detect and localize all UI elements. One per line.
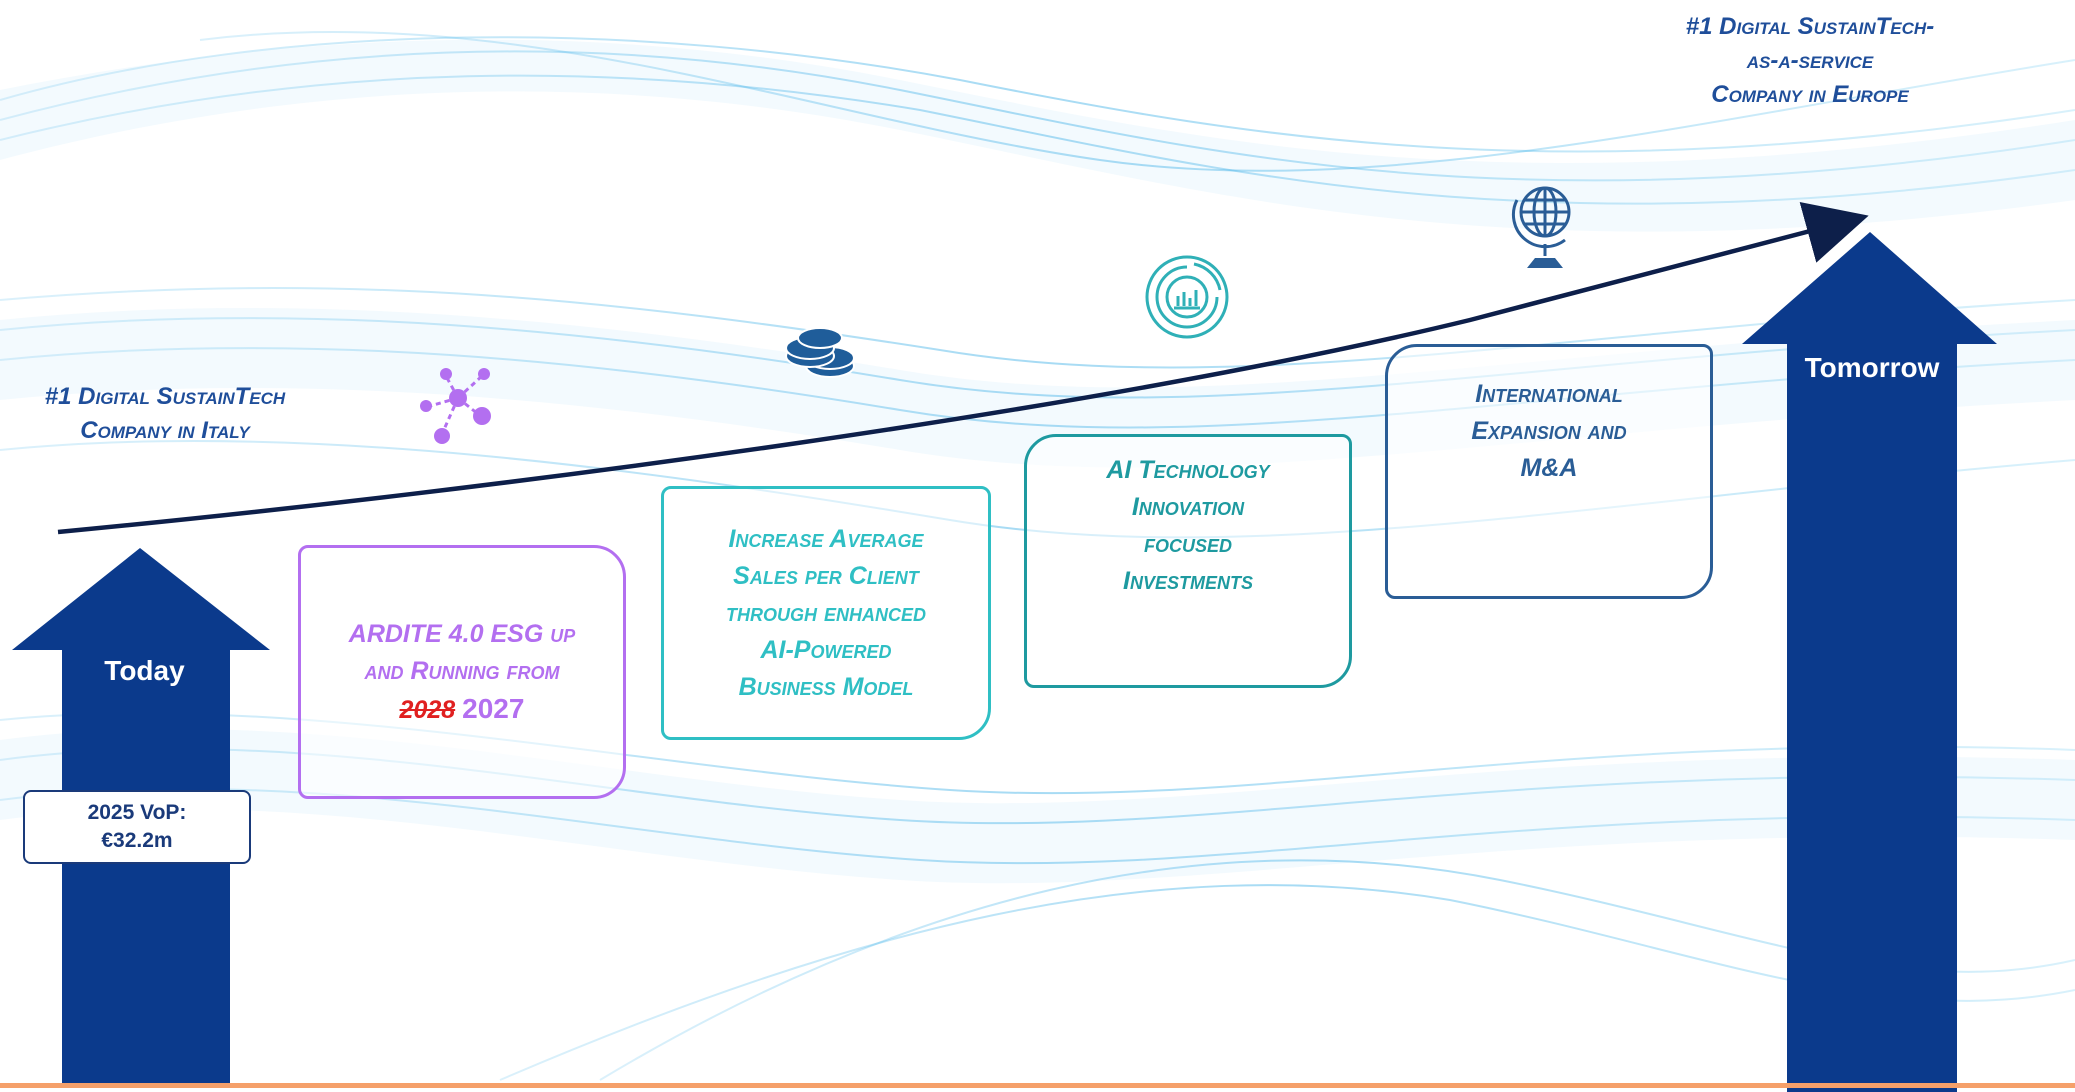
today-label: Today xyxy=(104,655,185,686)
tomorrow-arrow xyxy=(1742,232,1997,1092)
ai-line-1: AI Technology xyxy=(1106,456,1270,484)
ai-line-3: focused xyxy=(1143,530,1232,558)
bottom-rule xyxy=(0,1083,2075,1088)
globe-icon xyxy=(1511,186,1571,268)
sales-line-3: through enhanced xyxy=(726,598,926,627)
coins-icon xyxy=(785,327,855,378)
vop-line-1: 2025 VoP: xyxy=(87,801,187,824)
sales-line-4: AI-Powered xyxy=(760,635,892,664)
ardite-struck-year: 2028 xyxy=(399,695,456,724)
network-icon xyxy=(420,368,491,444)
europe-heading-line-1: #1 Digital SustainTech- xyxy=(1685,13,1935,40)
analytics-icon xyxy=(1145,255,1229,339)
sales-line-2: Sales per Client xyxy=(733,561,919,590)
italy-heading-line-1: #1 Digital SustainTech xyxy=(44,383,286,410)
sales-line-5: Business Model xyxy=(738,672,914,701)
intl-line-1: International xyxy=(1475,380,1623,408)
europe-heading-line-3: Company in Europe xyxy=(1711,81,1909,108)
ai-line-2: Innovation xyxy=(1131,493,1245,521)
europe-heading-line-2: as-a-service xyxy=(1746,47,1874,74)
intl-line-3: M&A xyxy=(1520,454,1578,482)
italy-heading-line-2: Company in Italy xyxy=(80,417,250,444)
intl-line-2: Expansion and xyxy=(1471,417,1627,445)
ardite-year: 2027 xyxy=(462,692,525,724)
ai-line-4: Investments xyxy=(1123,567,1253,595)
ardite-year-line: 2028 2027 xyxy=(349,690,575,729)
sales-box: Increase Average Sales per Client throug… xyxy=(661,486,991,740)
ardite-box: ARDITE 4.0 ESG up and Running from 2028 … xyxy=(298,545,626,799)
vop-line-2: €32.2m xyxy=(101,829,173,852)
intl-box: International Expansion and M&A xyxy=(1385,344,1713,599)
ai-box: AI Technology Innovation focused Investm… xyxy=(1024,434,1352,688)
europe-heading: #1 Digital SustainTech- as-a-service Com… xyxy=(1620,10,2000,112)
ardite-line-2: and Running from xyxy=(364,656,560,685)
ardite-line-1: ARDITE 4.0 ESG up xyxy=(348,619,576,648)
italy-heading: #1 Digital SustainTech Company in Italy xyxy=(0,380,330,448)
tomorrow-label: Tomorrow xyxy=(1804,352,1940,383)
vop-badge: 2025 VoP: €32.2m xyxy=(23,790,251,864)
sales-line-1: Increase Average xyxy=(728,524,924,553)
